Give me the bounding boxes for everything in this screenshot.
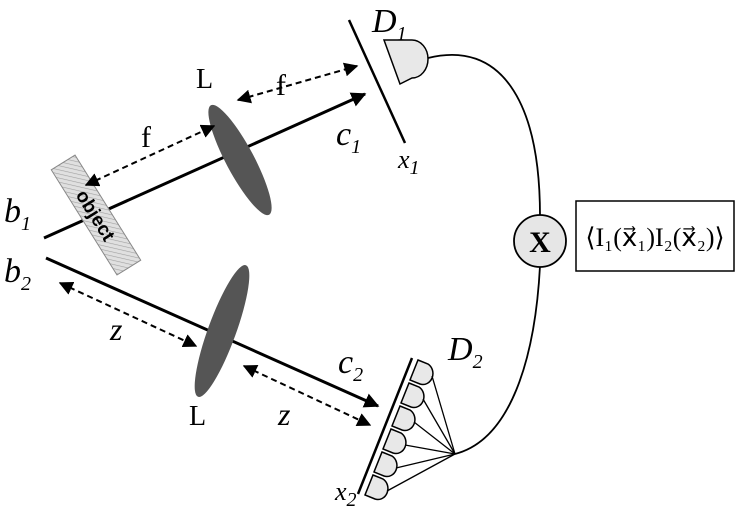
x2-label: x2 bbox=[334, 477, 357, 511]
focal-arrow-left bbox=[84, 124, 216, 187]
distance-arrow-left bbox=[58, 281, 198, 348]
distance-label-left: z bbox=[109, 311, 123, 347]
detector-array-2 bbox=[364, 359, 434, 501]
correlation-box bbox=[575, 200, 735, 272]
distance-label-right: z bbox=[277, 396, 291, 432]
array-wires bbox=[386, 375, 456, 492]
lens-bottom bbox=[194, 265, 250, 397]
correlation-output: ⟨I₁(x⃗₁)I₂(x⃗₂)⟩ bbox=[585, 223, 724, 252]
focal-length-label-right: f bbox=[276, 69, 286, 102]
detector-2-label: D2 bbox=[447, 331, 483, 373]
lens-bottom-label: L bbox=[189, 401, 206, 432]
multiplier-circle bbox=[513, 214, 567, 268]
x1-label: x1 bbox=[397, 145, 420, 179]
object-slab: object bbox=[50, 154, 142, 276]
lens-top-label: L bbox=[196, 64, 213, 95]
focal-arrow-right bbox=[236, 62, 359, 104]
b2-label: b2 bbox=[4, 253, 31, 295]
bucket-detector-1 bbox=[382, 39, 429, 86]
c2-label: c2 bbox=[338, 344, 363, 386]
wire-d1-multiplier bbox=[427, 53, 541, 217]
detector-plane-1 bbox=[347, 19, 407, 144]
b1-label: b1 bbox=[4, 193, 31, 235]
c1-label: c1 bbox=[336, 116, 361, 158]
multiplier-label: X bbox=[529, 226, 551, 259]
detector-1-label: D1 bbox=[371, 3, 407, 45]
wire-d2-multiplier bbox=[454, 265, 541, 455]
detector-plane-2 bbox=[356, 357, 414, 495]
focal-length-label-left: f bbox=[141, 121, 151, 154]
distance-arrow-right bbox=[242, 365, 372, 426]
lens-top bbox=[208, 104, 272, 216]
